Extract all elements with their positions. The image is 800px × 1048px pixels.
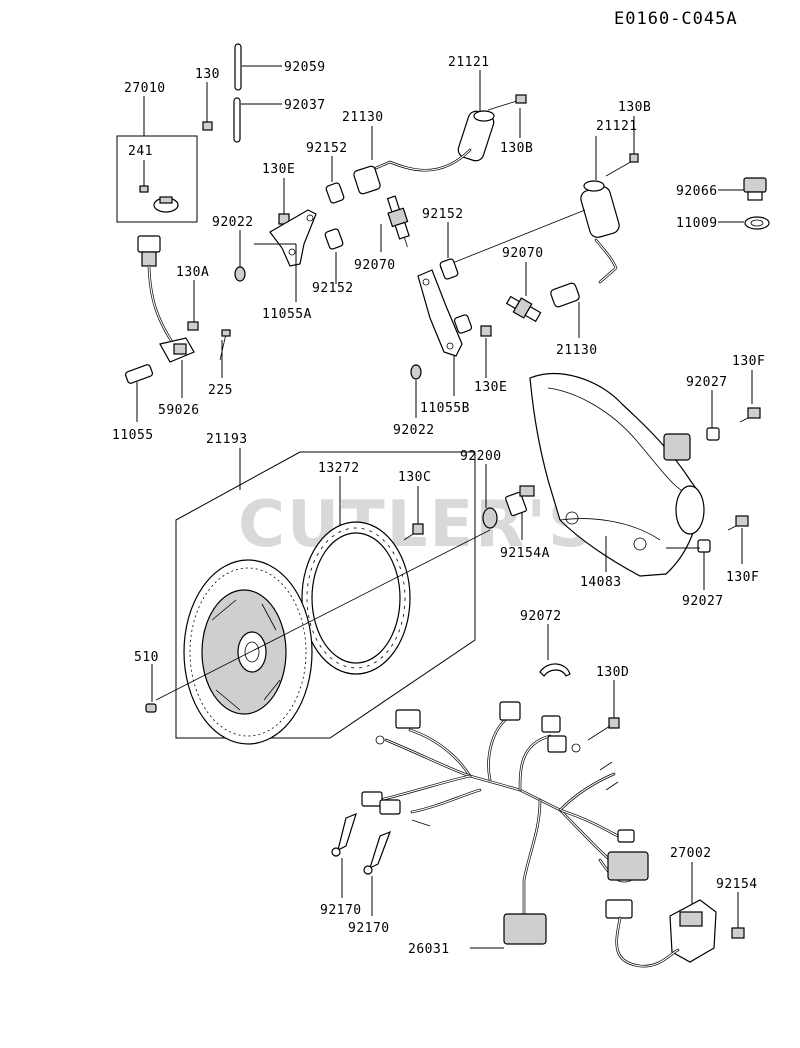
spark-plug-92070-a-icon[interactable] <box>384 195 415 249</box>
bracket-11055B-icon[interactable] <box>417 269 463 357</box>
terminal-92170-a-icon[interactable] <box>331 812 357 857</box>
part-label-92170-a[interactable]: 92170 <box>320 903 362 918</box>
part-label-92152-c[interactable]: 92152 <box>422 207 464 222</box>
part-label-14083[interactable]: 14083 <box>580 575 622 590</box>
terminal-92170-b-icon[interactable] <box>363 830 392 875</box>
pin-92037-icon[interactable] <box>233 97 241 143</box>
diagram-code: E0160-C045A <box>614 9 738 29</box>
bolt-130F-top-icon[interactable] <box>739 407 761 423</box>
kit-box-27010 <box>116 135 198 223</box>
flywheel-21193-icon[interactable] <box>183 559 313 745</box>
part-label-11055A[interactable]: 11055A <box>262 307 312 322</box>
part-label-130F-top[interactable]: 130F <box>732 354 765 369</box>
washer-92200-icon[interactable] <box>482 507 498 529</box>
part-label-27002[interactable]: 27002 <box>670 846 712 861</box>
collar-92027-bottom-icon[interactable] <box>697 539 711 553</box>
regulator-27002-icon[interactable] <box>605 899 717 968</box>
part-label-130[interactable]: 130 <box>195 67 220 82</box>
part-label-92154A[interactable]: 92154A <box>500 546 550 561</box>
gasket-11009-icon[interactable] <box>744 216 770 230</box>
bolt-130F-bottom-icon[interactable] <box>727 515 749 531</box>
collar-92152-c-icon[interactable] <box>439 258 459 280</box>
part-label-13272[interactable]: 13272 <box>318 461 360 476</box>
part-label-92066[interactable]: 92066 <box>676 184 718 199</box>
collar-92152-d-icon[interactable] <box>453 314 473 334</box>
part-label-92022-mid[interactable]: 92022 <box>393 423 435 438</box>
spark-plug-cap-21130-mid-icon[interactable] <box>550 282 581 308</box>
part-label-130E-mid[interactable]: 130E <box>474 380 507 395</box>
key-510-icon[interactable] <box>145 703 157 713</box>
wiring-harness-26031-icon[interactable] <box>361 701 649 945</box>
spark-plug-cap-21130-top-icon[interactable] <box>353 165 381 195</box>
shroud-14083-icon[interactable] <box>529 373 705 577</box>
part-label-92022-left[interactable]: 92022 <box>212 215 254 230</box>
part-label-92070-b[interactable]: 92070 <box>502 246 544 261</box>
bolt-92154A-icon[interactable] <box>505 485 535 517</box>
part-label-92027-top[interactable]: 92027 <box>686 375 728 390</box>
part-label-92170-b[interactable]: 92170 <box>348 921 390 936</box>
clip-92072-icon[interactable] <box>539 663 571 677</box>
part-label-130B-right[interactable]: 130B <box>618 100 651 115</box>
bracket-11055A-icon[interactable] <box>269 209 317 267</box>
bolt-130D-icon[interactable] <box>587 717 620 741</box>
part-label-130C[interactable]: 130C <box>398 470 431 485</box>
part-label-92070-a[interactable]: 92070 <box>354 258 396 273</box>
ignition-coil-21121-right-icon[interactable] <box>579 180 621 239</box>
part-label-27010[interactable]: 27010 <box>124 81 166 96</box>
part-label-92200[interactable]: 92200 <box>460 449 502 464</box>
bolt-92154-icon[interactable] <box>731 927 745 939</box>
ignition-coil-21121-top-icon[interactable] <box>456 94 527 163</box>
part-label-21121-right[interactable]: 21121 <box>596 119 638 134</box>
part-label-26031[interactable]: 26031 <box>408 942 450 957</box>
part-label-241[interactable]: 241 <box>128 144 153 159</box>
collar-92152-b-icon[interactable] <box>324 228 344 250</box>
part-label-92037[interactable]: 92037 <box>284 98 326 113</box>
spark-plug-92070-b-icon[interactable] <box>505 293 542 324</box>
part-label-92154[interactable]: 92154 <box>716 877 758 892</box>
drain-plug-92066-icon[interactable] <box>743 177 767 201</box>
bolt-130B-right-icon[interactable] <box>605 153 639 177</box>
part-label-21130-mid[interactable]: 21130 <box>556 343 598 358</box>
part-label-92072[interactable]: 92072 <box>520 609 562 624</box>
bolt-130E-mid-icon[interactable] <box>480 325 492 337</box>
collar-92152-a-icon[interactable] <box>325 182 345 204</box>
collar-92027-top-icon[interactable] <box>706 427 720 441</box>
washer-92022-left-icon[interactable] <box>234 266 246 282</box>
part-label-130F-bottom[interactable]: 130F <box>726 570 759 585</box>
washer-92022-mid-icon[interactable] <box>410 364 422 380</box>
part-label-130E-top[interactable]: 130E <box>262 162 295 177</box>
part-label-130A[interactable]: 130A <box>176 265 209 280</box>
bolt-130A-icon[interactable] <box>187 321 199 331</box>
part-label-11009[interactable]: 11009 <box>676 216 718 231</box>
bolt-225-icon[interactable] <box>219 329 231 361</box>
part-label-21121-top[interactable]: 21121 <box>448 55 490 70</box>
part-label-92059[interactable]: 92059 <box>284 60 326 75</box>
part-label-130D[interactable]: 130D <box>596 665 629 680</box>
part-label-92027-bottom[interactable]: 92027 <box>682 594 724 609</box>
part-label-92152-b[interactable]: 92152 <box>312 281 354 296</box>
part-label-11055[interactable]: 11055 <box>112 428 154 443</box>
bolt-130-icon[interactable] <box>202 121 213 131</box>
part-label-92152-a[interactable]: 92152 <box>306 141 348 156</box>
connector-sensor-icon[interactable] <box>137 235 161 267</box>
flywheel-group-outline <box>175 451 476 739</box>
switch-sensor-241-icon[interactable] <box>139 185 179 213</box>
collar-pin-92059-icon[interactable] <box>234 43 242 91</box>
part-label-130B-top[interactable]: 130B <box>500 141 533 156</box>
part-label-11055B[interactable]: 11055B <box>420 401 470 416</box>
part-label-21130-top[interactable]: 21130 <box>342 110 384 125</box>
sensor-bracket-59026-icon[interactable] <box>159 337 195 363</box>
part-label-510[interactable]: 510 <box>134 650 159 665</box>
bolt-130C-icon[interactable] <box>403 523 424 541</box>
part-label-59026[interactable]: 59026 <box>158 403 200 418</box>
part-label-21193[interactable]: 21193 <box>206 432 248 447</box>
part-label-225[interactable]: 225 <box>208 383 233 398</box>
pickup-sensor-11055-icon[interactable] <box>124 364 154 384</box>
